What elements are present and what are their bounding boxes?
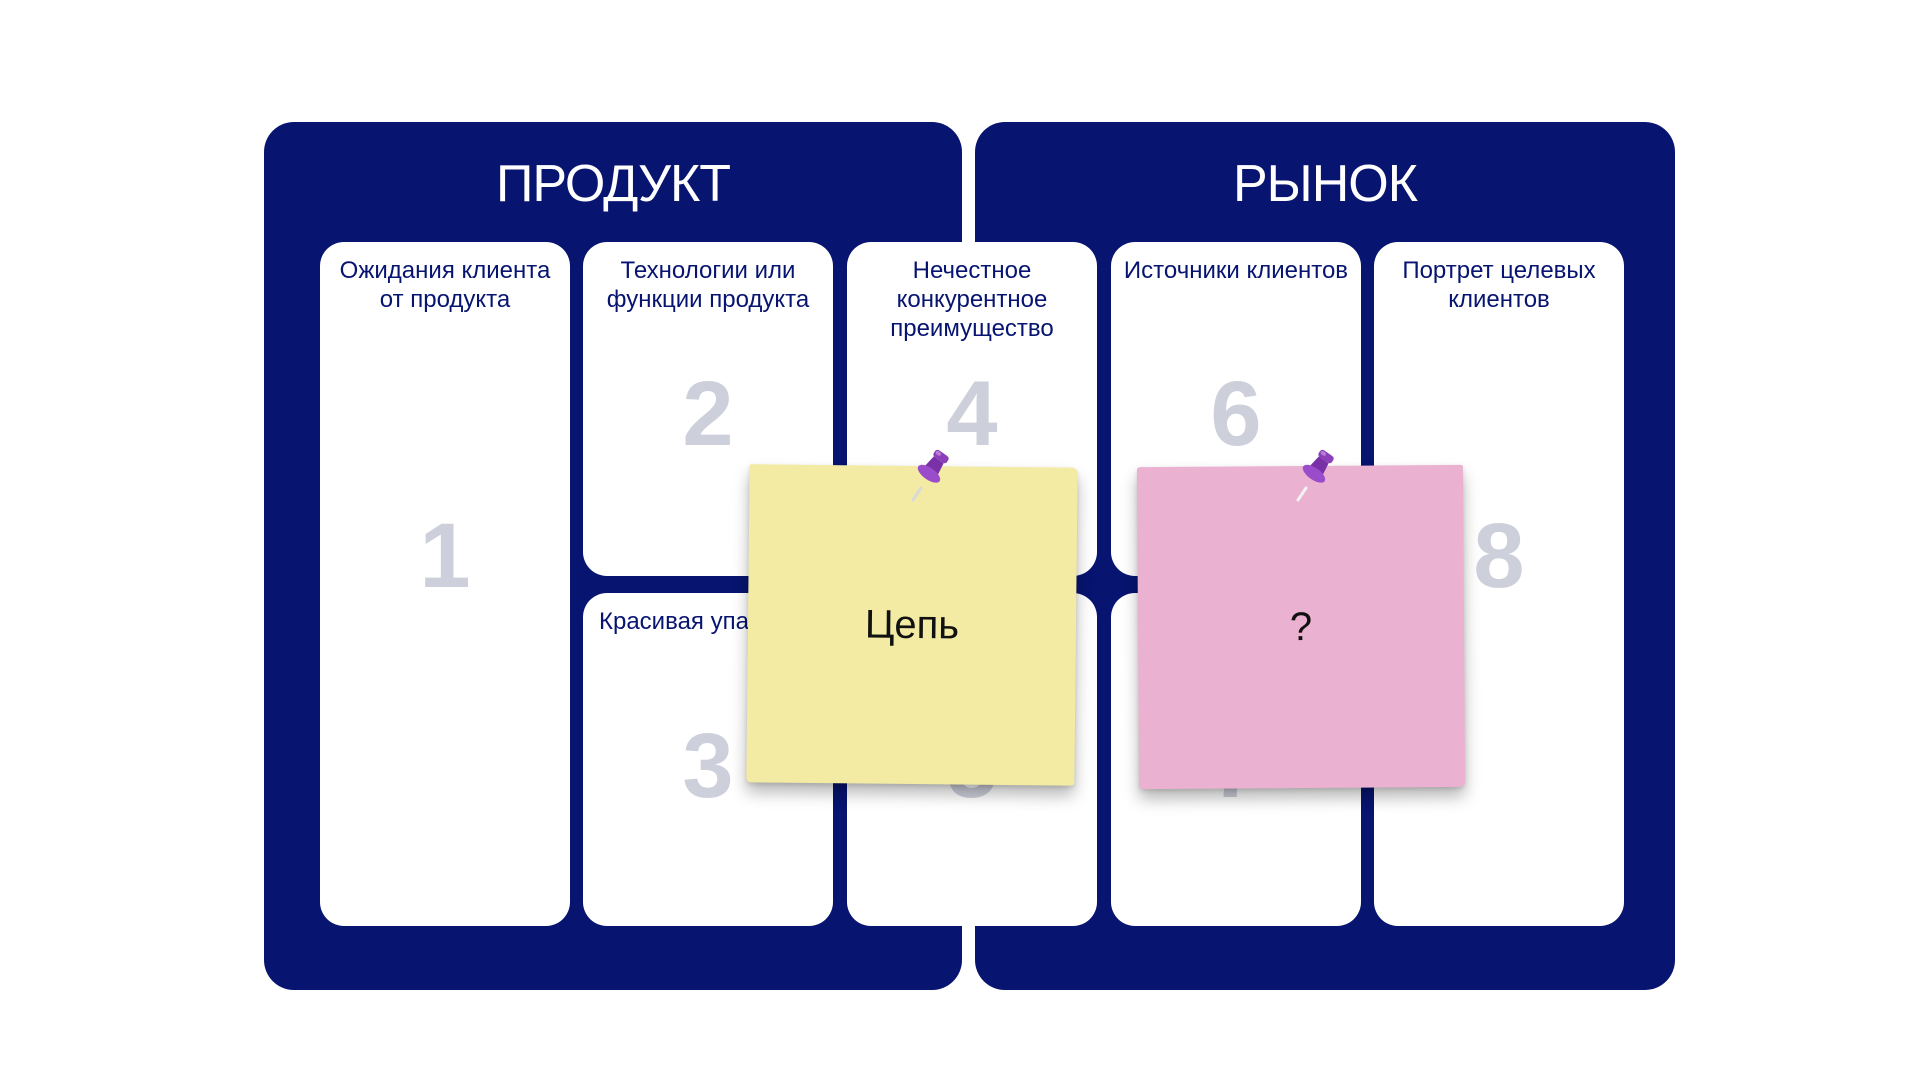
card-label: Источники клиентов: [1119, 256, 1353, 285]
card-label: Нечестное конкурентное преимущество: [855, 256, 1089, 343]
sticky-note-yellow[interactable]: Цепь: [746, 464, 1077, 785]
product-panel-title: ПРОДУКТ: [264, 154, 962, 214]
sticky-note-text: ?: [1290, 603, 1313, 651]
card-number: 2: [583, 368, 833, 460]
card-label: Технологии или функции продукта: [591, 256, 825, 314]
card-number: 1: [320, 510, 570, 602]
card-label: Ожидания клиента от продукта: [328, 256, 562, 314]
sticky-note-text: Цепь: [865, 601, 960, 650]
card-label: Портрет целевых клиентов: [1382, 256, 1616, 314]
push-pin-icon: [1292, 442, 1344, 502]
sticky-note-pink[interactable]: ?: [1137, 465, 1465, 789]
card-number: 4: [847, 368, 1097, 460]
push-pin-icon: [907, 442, 959, 502]
card-customer-expectations[interactable]: Ожидания клиента от продукта 1: [320, 242, 570, 926]
market-panel-title: РЫНОК: [975, 154, 1675, 214]
